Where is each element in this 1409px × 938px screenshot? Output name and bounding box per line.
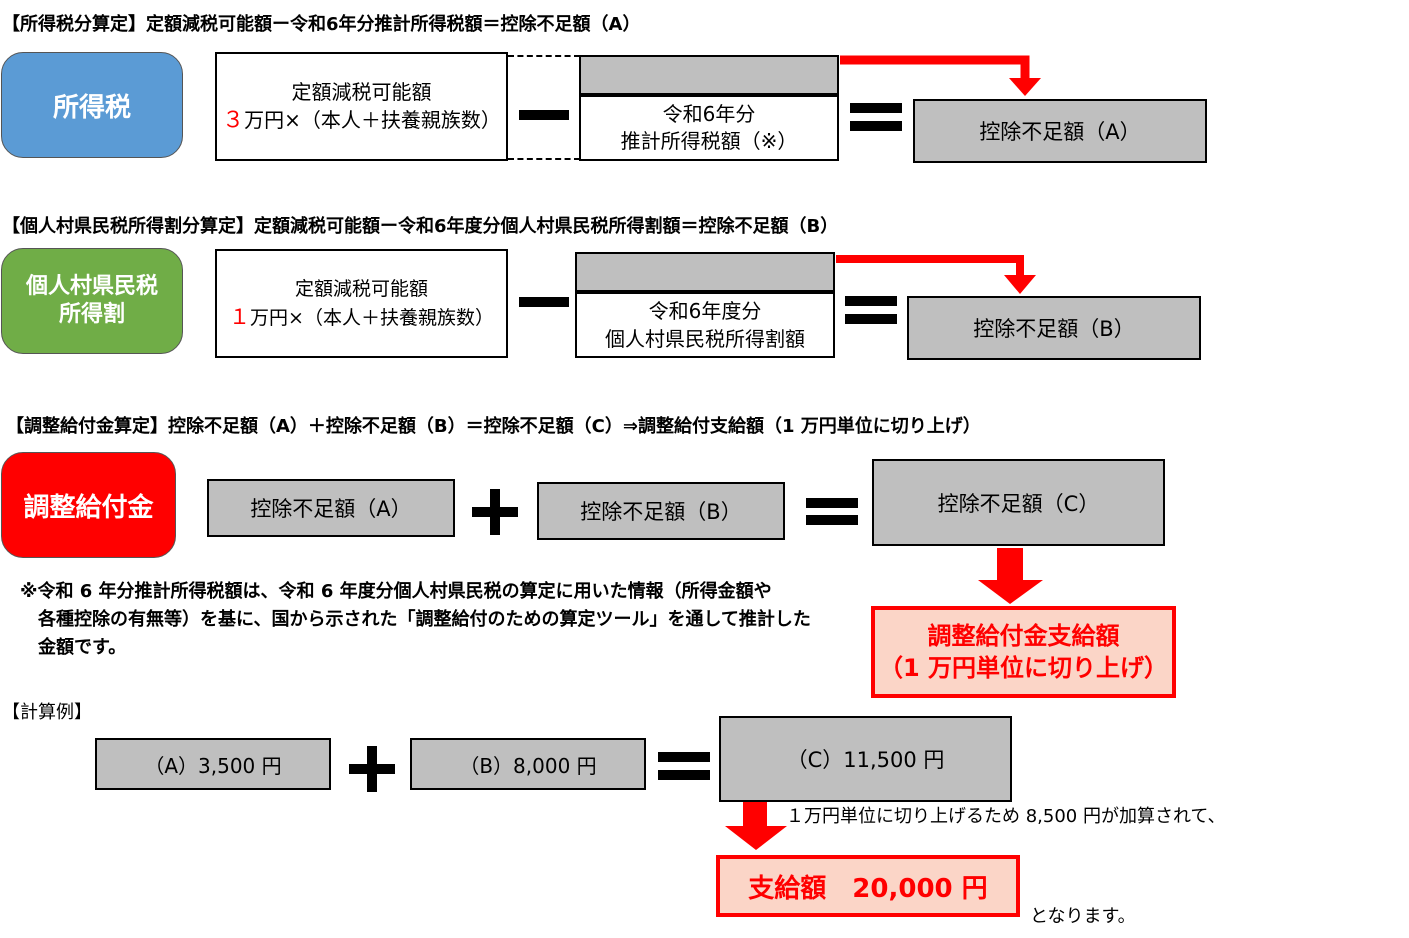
example-payout-text: 支給額 20,000 円 (748, 873, 988, 904)
estimated-tax-line1: 令和6年分 (662, 102, 756, 126)
adjustment-benefit-label-text: 調整給付金 (23, 492, 154, 523)
resident-tax-line1: 令和6年度分 (648, 299, 762, 323)
example-heading: 【計算例】 (2, 702, 92, 723)
calc-deficit-b-box: 控除不足額（B） (537, 482, 785, 540)
equals2-bottom (845, 314, 897, 324)
dashed-connector-top (508, 55, 580, 57)
section1-heading: 【所得税分算定】定額減税可能額ー令和6年分推計所得税額＝控除不足額（A） (2, 14, 641, 35)
dashed-connector-bottom (508, 158, 580, 160)
payout-box: 調整給付金支給額 （1 万円単位に切り上げ） (871, 606, 1176, 698)
deficit-a-box: 控除不足額（A） (913, 99, 1207, 163)
resident-tax-label-line2: 所得割 (58, 302, 125, 327)
note-line1: ※令和 6 年分推計所得税額は、令和 6 年度分個人村県民税の算定に用いた情報（… (20, 581, 772, 602)
note-line2: 各種控除の有無等）を基に、国から示された「調整給付のための算定ツール」を通して推… (38, 609, 811, 630)
deficit-c-text: 控除不足額（C） (937, 491, 1100, 516)
calc-deficit-a-text: 控除不足額（A） (250, 497, 412, 521)
equals2-top (845, 296, 897, 306)
income-tax-reduction-box: 定額減税可能額 ３万円×（本人＋扶養親族数） (215, 52, 508, 161)
example-suffix: となります。 (1030, 906, 1136, 927)
example-a-box: （A）3,500 円 (95, 738, 331, 790)
reduction2-title: 定額減税可能額 (294, 278, 428, 300)
roundup-note: １万円単位に切り上げるため 8,500 円が加算されて、 (786, 806, 1226, 827)
reduction2-formula: １万円×（本人＋扶養親族数） (229, 303, 494, 332)
example-c-text: （C）11,500 円 (786, 748, 945, 772)
equals-top (850, 103, 902, 113)
example-a-text: （A）3,500 円 (144, 753, 282, 778)
reduction-formula-text: 万円×（本人＋扶養親族数） (244, 108, 501, 132)
reduction-title: 定額減税可能額 (291, 80, 432, 104)
reduction-formula: ３万円×（本人＋扶養親族数） (222, 106, 501, 135)
example-payout-box: 支給額 20,000 円 (716, 855, 1020, 917)
minus-sign-2 (519, 297, 569, 307)
deficit-b-box: 控除不足額（B） (907, 296, 1201, 360)
deficit-c-box: 控除不足額（C） (872, 459, 1165, 546)
example-equals-top (658, 752, 710, 762)
resident-tax-gray-bar (575, 252, 835, 292)
resident-tax-label-line1: 個人村県民税 (25, 274, 158, 299)
section3-heading: 【調整給付金算定】控除不足額（A）＋控除不足額（B）＝控除不足額（C）⇒調整給付… (6, 416, 981, 437)
example-b-text: （B）8,000 円 (459, 753, 597, 778)
example-equals-bottom (658, 770, 710, 780)
deficit-a-text: 控除不足額（A） (979, 120, 1141, 144)
example-plus-vertical (367, 746, 377, 792)
income-tax-label-text: 所得税 (52, 92, 131, 123)
income-tax-label: 所得税 (1, 52, 183, 158)
estimated-tax-line2: 推計所得税額（※） (620, 129, 798, 153)
adjustment-benefit-label: 調整給付金 (1, 452, 176, 558)
deficit-b-text: 控除不足額（B） (973, 317, 1135, 341)
income-tax-gray-bar (579, 55, 839, 95)
example-b-box: （B）8,000 円 (410, 738, 646, 790)
equals-bottom (850, 121, 902, 131)
example-c-box: （C）11,500 円 (719, 716, 1012, 802)
note-line3: 金額です。 (38, 637, 127, 658)
equals3-bottom (806, 515, 858, 525)
resident-tax-income-box: 令和6年度分 個人村県民税所得割額 (575, 292, 835, 358)
reduction2-amount: １ (229, 305, 251, 329)
minus-sign (519, 110, 569, 120)
section2-heading: 【個人村県民税所得割分算定】定額減税可能額ー令和6年度分個人村県民税所得割額＝控… (2, 216, 839, 237)
resident-tax-line2: 個人村県民税所得割額 (605, 327, 805, 351)
reduction-amount: ３ (222, 108, 245, 133)
estimated-income-tax-box: 令和6年分 推計所得税額（※） (579, 95, 839, 161)
calc-deficit-b-text: 控除不足額（B） (580, 500, 742, 524)
payout-line1: 調整給付金支給額 (927, 622, 1120, 650)
equals3-top (806, 498, 858, 508)
payout-line2: （1 万円単位に切り上げ） (878, 654, 1169, 682)
resident-tax-reduction-box: 定額減税可能額 １万円×（本人＋扶養親族数） (215, 249, 508, 358)
reduction2-formula-text: 万円×（本人＋扶養親族数） (250, 307, 494, 329)
plus-vertical (490, 489, 500, 535)
resident-tax-label: 個人村県民税 所得割 (1, 248, 183, 354)
calc-deficit-a-box: 控除不足額（A） (207, 479, 455, 537)
